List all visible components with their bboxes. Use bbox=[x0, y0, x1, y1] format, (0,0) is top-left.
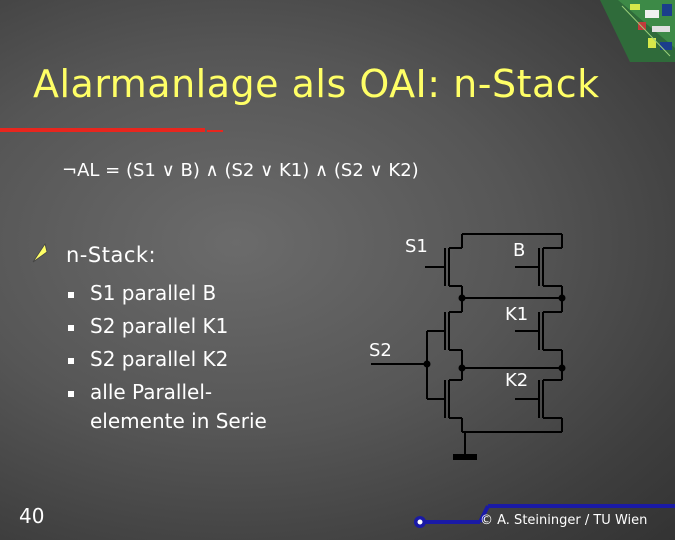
circuit-board-image bbox=[600, 0, 675, 62]
bullet-square-icon bbox=[68, 325, 74, 331]
label-s1: S1 bbox=[405, 236, 428, 257]
bullet-text: alle Parallel- bbox=[90, 380, 213, 404]
n-stack-schematic: S1 B K1 S2 K2 bbox=[369, 233, 566, 460]
bullet-square-icon bbox=[68, 358, 74, 364]
bullet-square-icon bbox=[68, 391, 74, 397]
label-b: B bbox=[513, 240, 525, 261]
label-s2: S2 bbox=[369, 340, 392, 361]
bullet-text-continuation: elemente in Serie bbox=[90, 409, 267, 433]
copyright-notice: © A. Steininger / TU Wien bbox=[480, 513, 648, 528]
bullet-square-icon bbox=[68, 292, 74, 298]
bullet-text: S2 parallel K1 bbox=[90, 314, 229, 338]
decorative-line-icon bbox=[414, 504, 675, 528]
title-underline bbox=[0, 128, 205, 132]
bullet-text: S2 parallel K2 bbox=[90, 347, 229, 371]
title-underline-tick bbox=[207, 130, 223, 132]
page-number: 40 bbox=[19, 504, 45, 528]
label-k1: K1 bbox=[505, 304, 528, 325]
boolean-formula: ¬AL = (S1 ∨ B) ∧ (S2 ∨ K1) ∧ (S2 ∨ K2) bbox=[62, 160, 419, 181]
section-heading: n-Stack: bbox=[66, 243, 157, 267]
bullet-text: S1 parallel B bbox=[90, 281, 217, 305]
pointer-arrow-icon bbox=[32, 243, 48, 263]
slide-title: Alarmanlage als OAI: n-Stack bbox=[33, 62, 600, 106]
label-k2: K2 bbox=[505, 370, 528, 391]
